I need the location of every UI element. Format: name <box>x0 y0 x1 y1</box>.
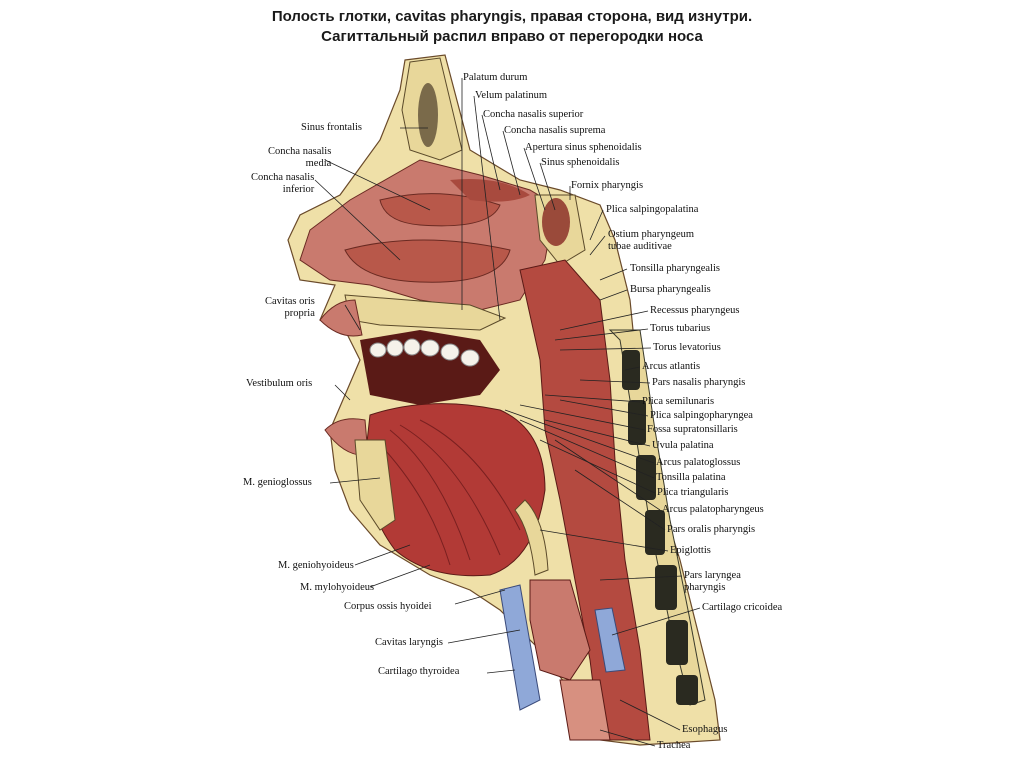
label-sinus-frontalis: Sinus frontalis <box>301 122 362 133</box>
label-fornix: Fornix pharyngis <box>571 180 644 191</box>
label-geniohyoideus: M. geniohyoideus <box>278 560 354 571</box>
title-line-2: Сагиттальный распил вправо от перегородк… <box>321 28 703 45</box>
label-ostium: Ostium pharyngeum tubae auditivae <box>608 229 695 252</box>
label-concha-media: Concha nasalis media <box>268 146 332 169</box>
label-cavitas-laryngis: Cavitas laryngis <box>375 637 443 648</box>
label-tonsilla-pharyngealis: Tonsilla pharyngealis <box>630 263 720 274</box>
label-cavitas-oris: Cavitas oris propria <box>265 296 315 319</box>
label-corpus-hyoidei: Corpus ossis hyoidei <box>344 601 432 612</box>
label-arcus-palatopharyngeus: Arcus palatopharyngeus <box>662 504 764 515</box>
label-torus-tubarius: Torus tubarius <box>650 323 711 334</box>
label-trachea: Trachea <box>657 740 691 751</box>
label-arcus-atlantis: Arcus atlantis <box>642 361 701 372</box>
label-plica-salpingopharyngea: Plica salpingopharyngea <box>650 410 753 421</box>
concha-media <box>379 193 501 227</box>
label-torus-levatorius: Torus levatorius <box>653 342 721 353</box>
sphenoid-sinus <box>542 198 570 246</box>
label-pars-laryngea: Pars laryngea pharyngis <box>684 570 741 593</box>
label-cartilago-cricoidea: Cartilago cricoidea <box>702 602 783 613</box>
epiglottis <box>514 499 549 576</box>
label-mylohyoideus: M. mylohyoideus <box>300 582 375 593</box>
tongue-fibers <box>384 419 521 566</box>
upper-lip <box>319 299 363 337</box>
label-fossa: Fossa supratonsillaris <box>647 424 738 435</box>
label-plica-salpingopalatina: Plica salpingopalatina <box>606 204 699 215</box>
label-pars-oralis: Pars oralis pharyngis <box>667 524 756 535</box>
title-line-1: Полость глотки, cavitas pharyngis, права… <box>271 8 753 25</box>
label-uvula: Uvula palatina <box>652 440 714 451</box>
label-apertura: Apertura sinus sphenoidalis <box>525 142 642 153</box>
label-plica-triangularis: Plica triangularis <box>657 487 729 498</box>
label-esophagus: Esophagus <box>682 724 728 735</box>
label-concha-suprema: Concha nasalis suprema <box>504 125 606 136</box>
upper-teeth <box>369 338 480 367</box>
label-recessus: Recessus pharyngeus <box>650 305 740 316</box>
label-sinus-sphenoidalis: Sinus sphenoidalis <box>541 157 620 168</box>
label-bursa: Bursa pharyngealis <box>630 284 711 295</box>
trachea <box>559 679 611 741</box>
frontal-sinus <box>418 83 438 147</box>
label-pars-nasalis: Pars nasalis pharyngis <box>652 377 746 388</box>
label-cartilago-thyroidea: Cartilago thyroidea <box>378 666 460 677</box>
concha-inferior <box>344 239 511 283</box>
pharynx <box>519 259 651 741</box>
tongue <box>364 403 546 577</box>
leader-lines <box>314 78 701 747</box>
label-epiglottis: Epiglottis <box>670 545 711 556</box>
label-plica-semilunaris: Plica semilunaris <box>642 396 715 407</box>
cricoid-cartilage <box>594 607 626 673</box>
label-vestibulum: Vestibulum oris <box>246 378 313 389</box>
concha-superior <box>450 179 530 202</box>
label-palatum-durum: Palatum durum <box>463 72 528 83</box>
label-concha-superior: Concha nasalis superior <box>483 109 584 120</box>
label-arcus-palatoglossus: Arcus palatoglossus <box>656 457 741 468</box>
mandible <box>354 439 396 531</box>
label-genioglossus: M. genioglossus <box>243 477 312 488</box>
label-tonsilla-palatina: Tonsilla palatina <box>656 472 726 483</box>
label-concha-inferior: Concha nasalis inferior <box>251 172 315 195</box>
label-velum: Velum palatinum <box>475 90 548 101</box>
